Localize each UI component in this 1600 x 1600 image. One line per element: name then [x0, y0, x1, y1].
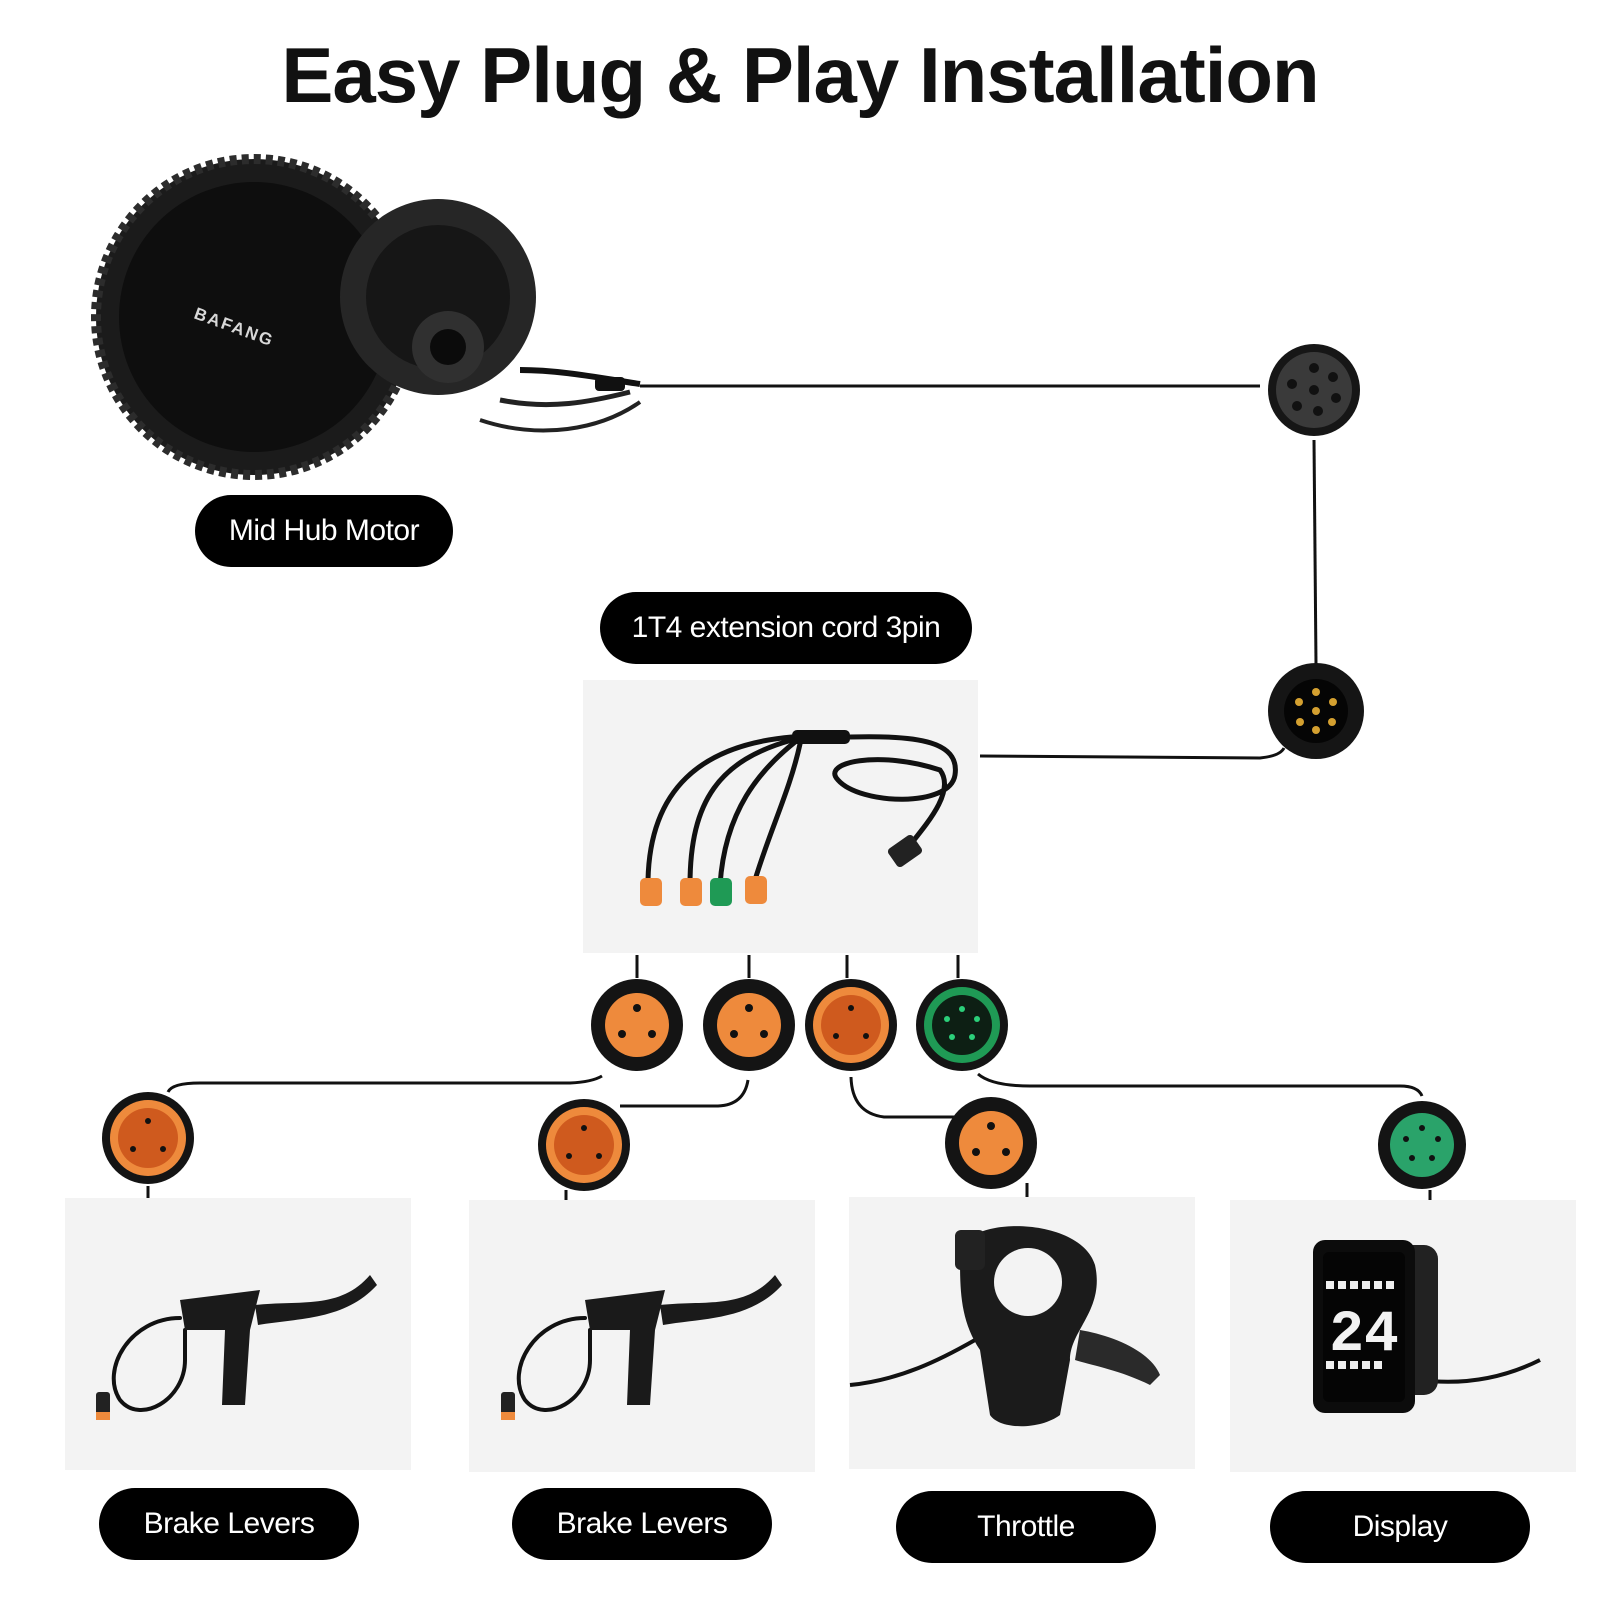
throttle-label: Throttle: [896, 1491, 1156, 1563]
mid-hub-motor-image: BAFANG: [96, 159, 640, 475]
extension-cord-image: [640, 730, 955, 906]
throttle-image: [850, 1226, 1160, 1426]
wire-to-brake-right: [620, 1080, 748, 1106]
display-reading: 24: [1329, 1303, 1399, 1368]
motor-connector-male-icon: [1268, 663, 1364, 759]
extension-connector-4-icon: [916, 979, 1008, 1071]
wire-to-throttle: [851, 1077, 958, 1117]
display-connector-icon: [1378, 1101, 1466, 1189]
connector-to-extension-wire: [980, 748, 1284, 758]
wire-to-display: [978, 1074, 1422, 1096]
display-image: 24: [1313, 1240, 1540, 1413]
extension-cord-label: 1T4 extension cord 3pin: [600, 592, 972, 664]
brake-lever-right-label: Brake Levers: [512, 1488, 772, 1560]
extension-connector-2-icon: [703, 979, 795, 1071]
extension-connector-3-icon: [805, 979, 897, 1071]
brake-lever-right-image: [501, 1275, 782, 1420]
connector-vertical-wire: [1314, 440, 1316, 665]
motor-connector-female-icon: [1268, 344, 1360, 436]
motor-label: Mid Hub Motor: [195, 495, 453, 567]
brake-lever-left-image: [96, 1275, 377, 1420]
extension-connector-1-icon: [591, 979, 683, 1071]
display-label: Display: [1270, 1491, 1530, 1563]
wire-to-brake-left: [168, 1076, 602, 1092]
throttle-connector-icon: [945, 1097, 1037, 1189]
brake-lever-left-label: Brake Levers: [99, 1488, 359, 1560]
brake-left-connector-icon: [102, 1092, 194, 1184]
brake-right-connector-icon: [538, 1099, 630, 1191]
